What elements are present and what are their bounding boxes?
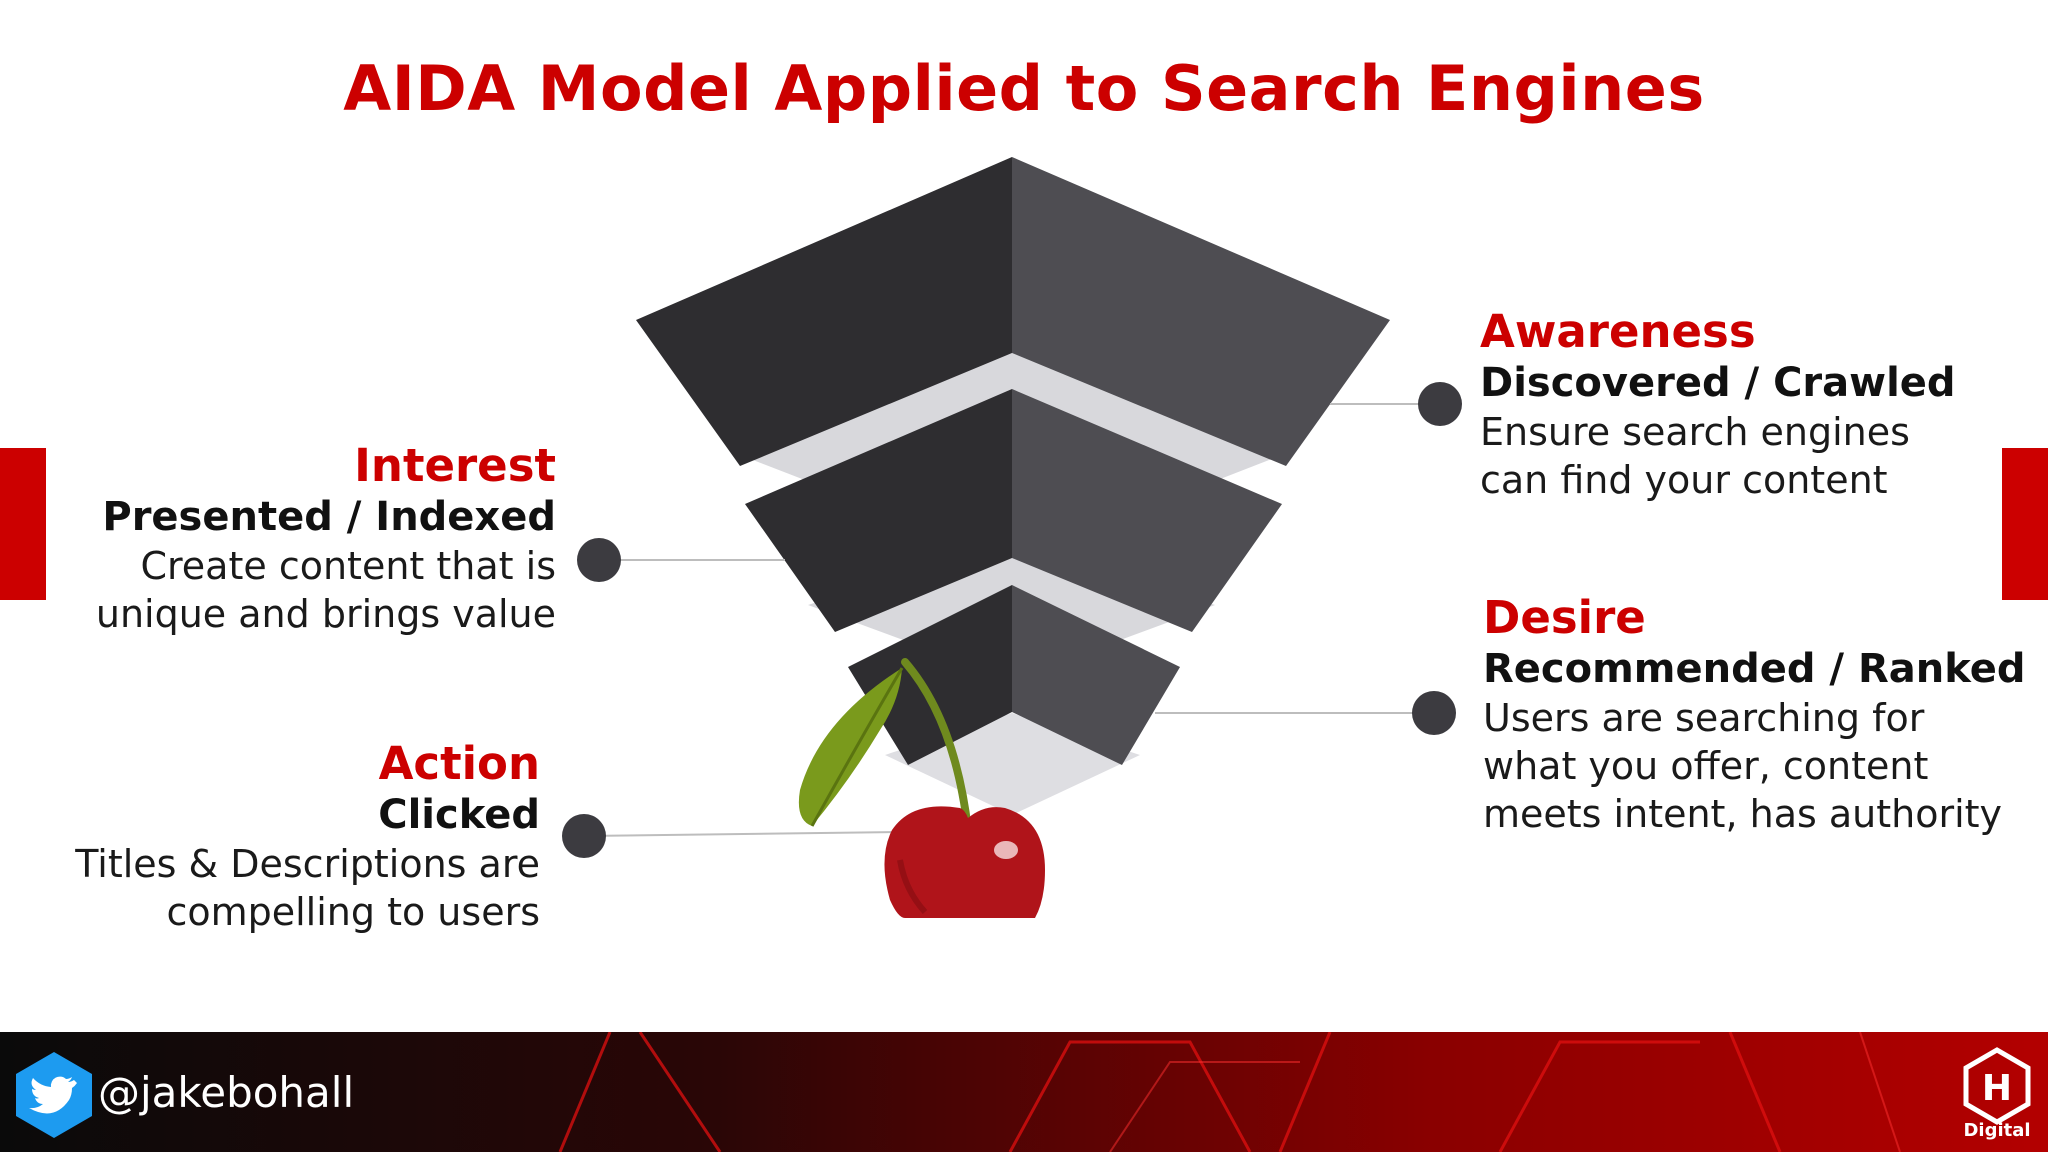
cherry-highlight	[994, 841, 1018, 859]
funnel-layer-1-left	[636, 157, 1012, 466]
desire-desc-line2: what you offer, content	[1483, 744, 1929, 788]
dot-awareness	[1418, 382, 1462, 426]
action-heading: Action	[378, 737, 540, 790]
funnel-layer-2-right	[1012, 389, 1282, 632]
stage-desire: Desire Recommended / Ranked Users are se…	[1483, 592, 2026, 838]
interest-desc-line1: Create content that is	[140, 544, 556, 588]
interest-heading: Interest	[354, 439, 556, 492]
footer-bar	[0, 1032, 2048, 1152]
twitter-bird-icon[interactable]	[14, 1050, 94, 1140]
h-digital-logo-icon: H	[1963, 1047, 2031, 1125]
footer-pattern	[558, 1032, 1901, 1152]
interest-desc-line2: unique and brings value	[95, 592, 556, 636]
cherry-icon	[798, 658, 1045, 918]
stage-awareness: Awareness Discovered / Crawled Ensure se…	[1480, 306, 1956, 504]
dot-interest	[577, 538, 621, 582]
cherry-stem	[901, 658, 972, 834]
funnel-layer-3-left	[848, 585, 1012, 765]
connector-action	[584, 831, 901, 837]
stage-interest: Interest Presented / Indexed Create cont…	[96, 440, 556, 638]
desire-desc-line3: meets intent, has authority	[1483, 792, 2003, 836]
funnel-layer-1-right	[1012, 157, 1390, 466]
right-accent-bar	[2002, 448, 2048, 600]
awareness-desc-line1: Ensure search engines	[1480, 410, 1910, 454]
cherry-fruit	[884, 806, 1045, 918]
funnel-layer-2-left	[745, 389, 1012, 632]
awareness-desc-line2: can find your content	[1480, 458, 1888, 502]
twitter-handle[interactable]: @jakebohall	[98, 1068, 355, 1117]
cherry-leaf	[798, 668, 902, 826]
interest-subheading: Presented / Indexed	[102, 494, 556, 540]
dot-action	[562, 814, 606, 858]
action-subheading: Clicked	[378, 792, 540, 838]
dot-desire	[1412, 691, 1456, 735]
page-title: AIDA Model Applied to Search Engines	[343, 52, 1705, 125]
stage-action: Action Clicked Titles & Descriptions are…	[75, 738, 540, 936]
funnel-layer-3-right	[1012, 585, 1180, 765]
desire-heading: Desire	[1483, 591, 1646, 644]
awareness-subheading: Discovered / Crawled	[1480, 360, 1956, 406]
left-accent-bar	[0, 448, 46, 600]
action-desc-line1: Titles & Descriptions are	[75, 842, 540, 886]
awareness-heading: Awareness	[1480, 305, 1756, 358]
desire-desc-line1: Users are searching for	[1483, 696, 1925, 740]
action-desc-line2: compelling to users	[166, 890, 540, 934]
logo-letter: H	[1982, 1068, 2012, 1109]
desire-subheading: Recommended / Ranked	[1483, 646, 2026, 692]
logo-text: Digital	[1963, 1120, 2031, 1141]
